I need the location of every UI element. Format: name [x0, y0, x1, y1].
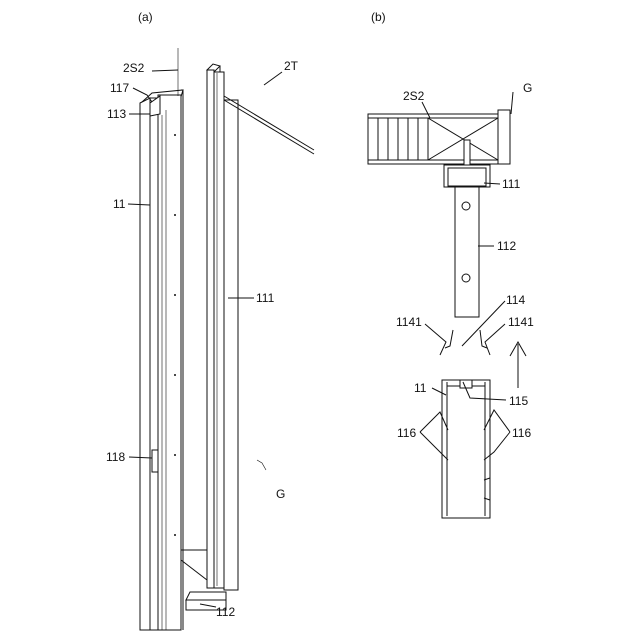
panel-b: (b) [368, 10, 534, 518]
label-114-b: 114 [506, 293, 525, 307]
label-2t-a: 2T [284, 59, 299, 73]
beam-2s2 [368, 110, 510, 170]
label-112-b: 112 [497, 239, 516, 253]
label-11-a: 11 [113, 197, 126, 211]
panel-b-caption: (b) [371, 10, 386, 24]
label-116-right-b: 116 [512, 426, 531, 440]
label-118-a: 118 [106, 450, 125, 464]
label-2s2-a: 2S2 [123, 61, 145, 75]
label-g-b: G [523, 81, 532, 95]
label-117-a: 117 [110, 81, 129, 95]
label-116-left-b: 116 [397, 426, 416, 440]
post-111-112 [444, 165, 490, 317]
flange-1141 [445, 330, 487, 348]
right-post-111 [181, 64, 314, 610]
label-112-a: 112 [216, 605, 235, 619]
label-115-b: 115 [509, 394, 528, 408]
label-111-b: 111 [502, 177, 521, 191]
panel-a: (a) [106, 10, 314, 630]
label-g-a: G [276, 487, 285, 501]
up-arrow [510, 342, 526, 388]
left-post-11 [140, 48, 183, 630]
post-11-section [442, 380, 490, 518]
panel-a-caption: (a) [138, 10, 153, 24]
label-11-b: 11 [414, 381, 427, 395]
label-113-a: 113 [107, 107, 126, 121]
label-2s2-b: 2S2 [403, 89, 425, 103]
label-111-a: 111 [256, 291, 275, 305]
label-1141-right-b: 1141 [508, 315, 534, 329]
label-1141-left-b: 1141 [396, 315, 422, 329]
